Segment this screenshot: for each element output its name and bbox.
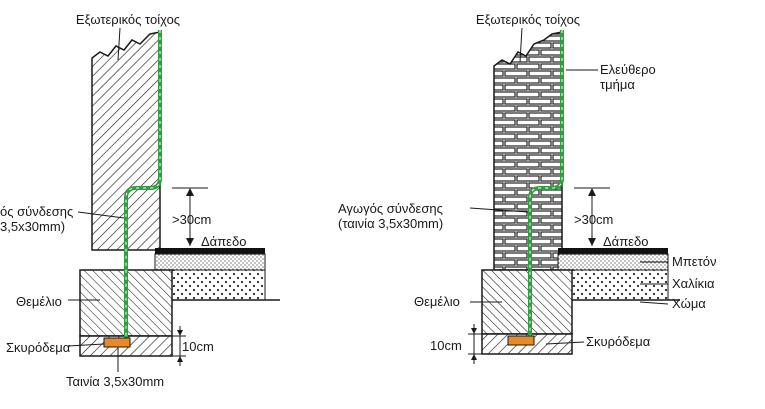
right-height-label: >30cm — [574, 212, 614, 227]
right-free-part-line1: Ελεύθερο — [600, 62, 656, 77]
right-conductor-label: Αγωγός σύνδεσης (ταινία 3,5x30mm) — [338, 201, 443, 231]
left-floor-label: Δάπεδο — [201, 234, 247, 249]
left-depth-label: 10cm — [182, 339, 214, 354]
right-conductor-line1: Αγωγός σύνδεσης — [338, 201, 443, 216]
left-screed-layer — [154, 253, 266, 271]
left-exterior-wall-label: Εξωτερικός τοίχος — [75, 12, 181, 27]
right-floor-label: Δάπεδο — [603, 234, 649, 249]
right-foundation-label: Θεμέλιο — [414, 294, 460, 309]
right-concrete-base-label: Σκυρόδεμα — [586, 334, 651, 349]
left-diagram — [67, 27, 280, 372]
left-conductor-line1: ός σύνδεσης — [0, 204, 74, 219]
right-conductor-line2: (ταινία 3,5x30mm) — [338, 216, 444, 231]
right-soil-label: Χώμα — [672, 296, 706, 311]
left-conductor-label: ός σύνδεσης 3,5x30mm) — [0, 204, 73, 234]
right-exterior-wall-label: Εξωτερικός τοίχος — [475, 12, 581, 27]
right-ground-strip — [507, 335, 535, 346]
left-height-label: >30cm — [172, 212, 212, 227]
right-concrete-label: Μπετόν — [672, 254, 717, 269]
left-foundation-label: Θεμέλιο — [16, 294, 62, 309]
left-concrete-base-label: Σκυρόδεμα — [6, 340, 71, 355]
right-diagram — [468, 27, 680, 364]
left-strip-label: Ταινία 3,5x30mm — [66, 374, 165, 389]
left-conductor-line2: 3,5x30mm) — [0, 219, 66, 234]
right-depth-label: 10cm — [430, 338, 462, 353]
right-free-part-label: Ελεύθερο τμήμα — [600, 62, 656, 92]
left-wall — [91, 31, 161, 251]
left-gravel-layer — [171, 269, 266, 301]
right-gravel-layer — [571, 269, 669, 301]
left-floor-slab — [155, 248, 265, 254]
right-free-part-line2: τμήμα — [600, 77, 635, 92]
right-floor-slab — [558, 248, 668, 254]
left-ground-strip — [103, 337, 131, 348]
right-gravel-label: Χαλίκια — [672, 276, 715, 291]
